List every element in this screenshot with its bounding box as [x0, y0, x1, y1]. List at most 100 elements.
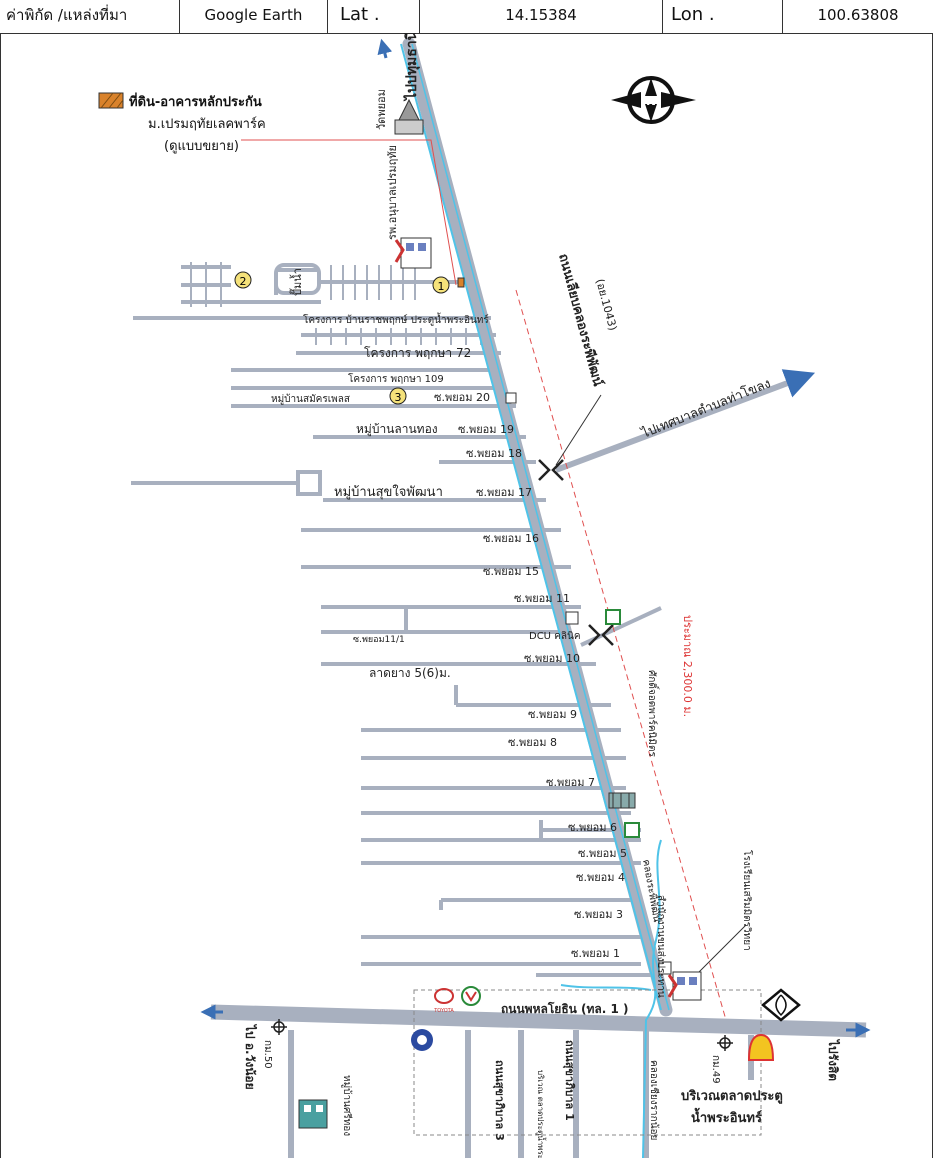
svg-text:3: 3 [395, 391, 402, 404]
label-proj109: โครงการ พฤกษา 109 [348, 372, 444, 385]
compass-n: N [646, 94, 656, 108]
lon-label: Lon . [663, 0, 783, 33]
label-km50: กม.50 [262, 1040, 273, 1069]
label-pump: ปั๊มน้ำ [289, 268, 304, 296]
canal-line [642, 839, 662, 1159]
svg-text:2: 2 [240, 275, 247, 288]
label-soi20: ซ.พยอม 20 [434, 391, 490, 404]
label-sukha3: ถนนสุขาภิบาล 3 [492, 1060, 506, 1141]
coord-label: ค่าพิกัด /แหล่งที่มา [0, 0, 180, 33]
label-road-main: ถนนเลียบคลองระพีพัฒน์ [555, 252, 606, 388]
market-area-box [413, 989, 762, 1136]
label-phahon: ถนนพหลโยธิน (ทล. 1 ) [501, 1001, 629, 1016]
distance-line [515, 289, 727, 1021]
label-to-rangsit: ไปรังสิต [826, 1038, 841, 1081]
hospital-icon [394, 237, 432, 269]
label-sukha1: ถนนสุขาภิบาล 1 [562, 1040, 576, 1121]
leader-school [690, 924, 747, 981]
label-soi11: ซ.พยอม 11 [514, 592, 570, 605]
compass-icon: N [611, 76, 696, 124]
km-marker-icon [271, 1019, 733, 1051]
park-building-icon [608, 792, 636, 809]
bridge-icon [538, 459, 614, 646]
label-soi19: ซ.พยอม 19 [458, 423, 514, 436]
svg-text:1: 1 [438, 280, 445, 293]
marker-3: 3 [389, 387, 407, 405]
label-samakkhi: หมู่บ้านสมัครเพลส [271, 393, 350, 405]
office-box [658, 961, 672, 975]
label-park: ศักดิ์จอดพาร์คนิมิตร [646, 670, 660, 757]
label-road-code: (อย.1043) [593, 277, 619, 332]
source-value: Google Earth [180, 0, 328, 33]
canal-branch [560, 984, 652, 991]
label-srithong: หมู่บ้านศรีทอง [341, 1075, 353, 1136]
info-header: ค่าพิกัด /แหล่งที่มา Google Earth Lat . … [0, 0, 933, 34]
label-market2: น้ำพระอินทร์ [691, 1107, 762, 1126]
lon-value: 100.63808 [817, 6, 899, 24]
label-hospital: รพ.อนุบาลเปรมฤทัย [386, 145, 399, 240]
label-latyang: ลาดยาง 5(6)ม. [369, 666, 451, 680]
label-to-wangnoi: ไป อ.วังน้อย [243, 1023, 258, 1090]
label-school: โรงเรียนเสริมมิตรวิทยา [741, 850, 754, 951]
label-soi5: ซ.พยอม 5 [578, 847, 627, 860]
dcu-box [565, 611, 579, 625]
label-distance: ประมาณ 2,300.0 ม. [681, 615, 694, 717]
label-km49: กม.49 [710, 1055, 721, 1084]
sukjai-square [296, 470, 322, 496]
map-canvas: ที่ดิน-อาคารหลักประกัน ม.เปรมฤทัยเลคพาร์… [98, 30, 871, 1162]
soi20-box [505, 392, 517, 404]
label-proj72: โครงการ พฤกษา 72 [364, 346, 471, 360]
label-dcu: DCU คลินิค [529, 631, 581, 642]
seven-eleven-icon [605, 609, 640, 838]
arrow-pathum [377, 38, 393, 59]
marker-1: 1 [432, 276, 450, 294]
caltex-icon [761, 988, 801, 1022]
label-office: สำนักงานขนส่งประทาน [655, 895, 666, 998]
label-to-pathum: ไปปทุมธานี [402, 33, 420, 102]
label-soi4: ซ.พยอม 4 [576, 871, 625, 884]
shell-icon [747, 1033, 775, 1061]
label-wat-phayom: วัดพยอม [375, 89, 388, 130]
label-ratchaphruk: โครงการ บ้านราชพฤกษ์ ประตูน้ำพระอินทร์ [303, 312, 489, 326]
legend-line1: ที่ดิน-อาคารหลักประกัน [129, 92, 262, 110]
label-lanthong: หมู่บ้านลานทอง [356, 422, 438, 437]
srithong-icon [298, 1099, 328, 1129]
label-soi3: ซ.พยอม 3 [574, 908, 623, 921]
leader-line [241, 139, 457, 286]
label-soi18: ซ.พยอม 18 [466, 447, 522, 460]
krungsri-icon [461, 986, 481, 1006]
south-roads [288, 1030, 754, 1158]
label-sukjai: หมู่บ้านสุขใจพัฒนา [334, 484, 443, 500]
legend-line2: ม.เปรมฤทัยเลคพาร์ค [148, 116, 266, 132]
main-road [400, 37, 673, 1017]
label-soi17: ซ.พยอม 17 [476, 486, 532, 499]
label-soi16: ซ.พยอม 16 [483, 532, 539, 545]
label-market1: บริเวณตลาดประตู [681, 1089, 783, 1104]
label-canal-khlong: คลองเชียงรากน้อย [648, 1060, 660, 1140]
label-to-tambon: ไปเทศบาลตำบลท่าโขลง [639, 375, 773, 442]
soi-roads [131, 265, 662, 977]
ptt-icon [411, 1029, 433, 1051]
road-to-tambon [554, 369, 816, 473]
legend-hatch [100, 92, 124, 109]
label-soi11-1: ซ.พยอม11/1 [353, 635, 405, 645]
label-soi10: ซ.พยอม 10 [524, 652, 580, 665]
marker-2: 2 [234, 271, 252, 289]
label-soi15: ซ.พยอม 15 [483, 565, 539, 578]
pump-loop [274, 263, 321, 295]
label-soi7: ซ.พยอม 7 [546, 776, 595, 789]
temple-icon [394, 98, 424, 135]
label-soi8: ซ.พยอม 8 [508, 736, 557, 749]
label-soi9: ซ.พยอม 9 [528, 708, 577, 721]
map-labels: ไปปทุมธานี วัดพยอม รพ.อนุบาลเปรมฤทัย ปั๊… [243, 30, 841, 1162]
label-soi1: ซ.พยอม 1 [571, 947, 620, 960]
phahon-road [210, 1004, 867, 1038]
svg-text:TOYOTA: TOYOTA [433, 1008, 454, 1014]
school-icon [667, 971, 702, 1001]
lat-label: Lat . [328, 0, 420, 33]
lat-value: 14.15384 [420, 0, 663, 33]
collateral-plot [457, 277, 465, 288]
toyota-icon: TOYOTA [433, 988, 454, 1014]
location-map: ที่ดิน-อาคารหลักประกัน ม.เปรมฤทัยเลคพาร์… [0, 30, 933, 1162]
label-market-area: บริเวณ ตลาดประตูน้ำพระอินทร์ [535, 1070, 547, 1158]
